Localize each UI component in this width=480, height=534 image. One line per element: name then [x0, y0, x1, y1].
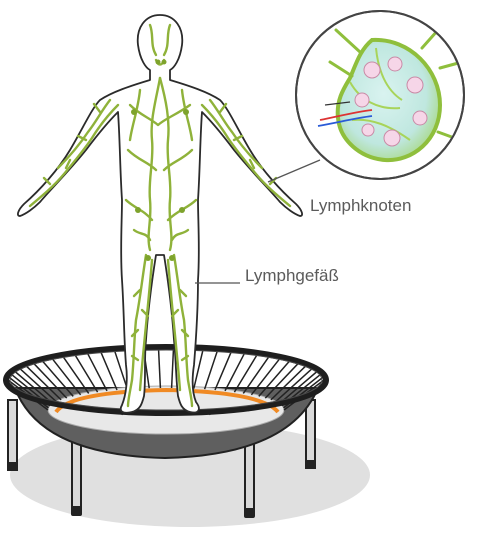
callout-line-lymph-node [267, 159, 321, 183]
trampoline-spring [242, 355, 271, 394]
trampoline-spring [214, 350, 233, 391]
trampoline-spring [61, 355, 90, 394]
trampoline-spring [18, 367, 58, 403]
trampoline-spring [41, 359, 74, 397]
trampoline-spring [51, 357, 82, 396]
lymph-vessel-network [28, 23, 292, 408]
trampoline-spring [73, 353, 99, 393]
trampoline-spring [224, 351, 246, 392]
trampoline-spring [193, 348, 204, 389]
trampoline-spring [157, 347, 162, 389]
trampoline-spring [233, 353, 259, 393]
label-lymph-vessel: Lymphgefäß [245, 266, 339, 285]
lymph-node-magnifier [295, 10, 465, 180]
trampoline-spring [278, 370, 319, 405]
trampoline-spring [86, 351, 108, 392]
human-figure [17, 14, 303, 414]
trampoline-spring [274, 367, 314, 403]
mat-orange-ring [54, 387, 280, 414]
trampoline-spring [203, 349, 219, 390]
trampoline-spring [264, 362, 300, 399]
trampoline-spring [258, 359, 291, 397]
label-lymph-node: Lymphknoten [310, 196, 412, 215]
trampoline-spring [32, 362, 68, 399]
trampoline-frame [3, 344, 329, 416]
trampoline-spring [113, 349, 129, 390]
trampoline-spring [25, 364, 62, 401]
trampoline-spring [250, 357, 281, 396]
trampoline-spring [99, 350, 118, 391]
trampoline-spring [13, 370, 54, 405]
trampoline-spring [270, 364, 307, 401]
trampoline-spring [170, 347, 175, 389]
